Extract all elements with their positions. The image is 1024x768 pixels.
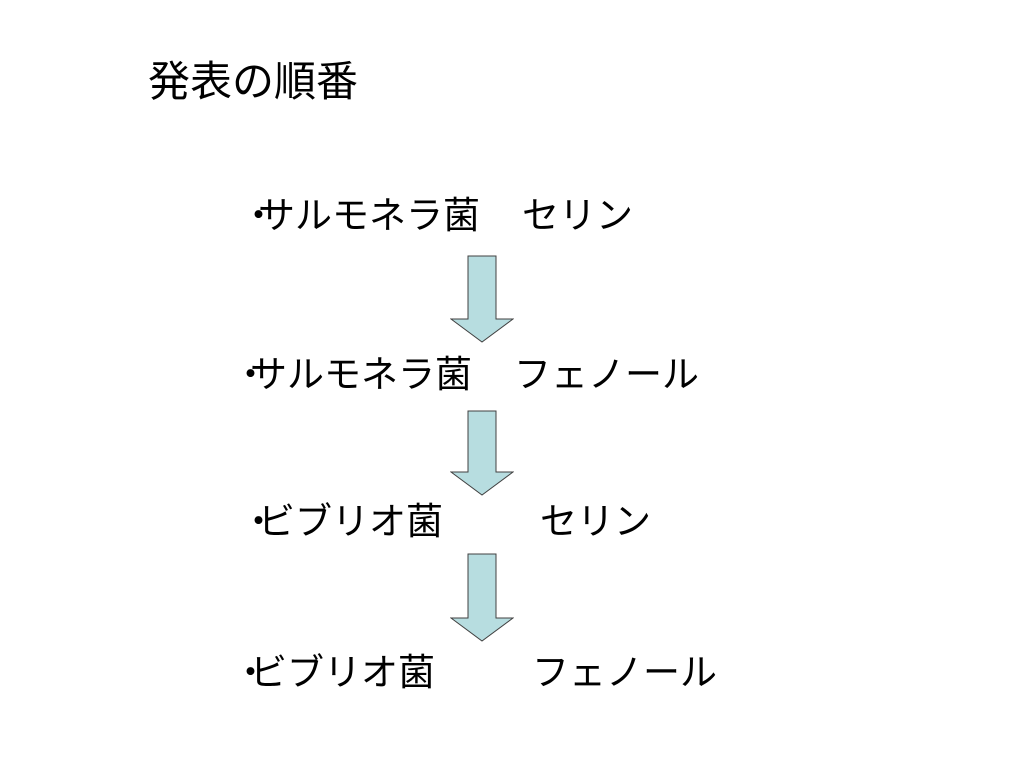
organism-label: サルモネラ菌 (250, 353, 472, 396)
step-item: ・サルモネラ菌フェノール (232, 350, 699, 400)
compound-label: フェノール (514, 353, 699, 396)
bullet: ・ (232, 651, 269, 694)
compound-label: フェノール (532, 651, 717, 694)
organism-label: サルモネラ菌 (258, 194, 480, 237)
down-arrow-icon (450, 553, 514, 642)
bullet: ・ (232, 353, 269, 396)
compound-label: セリン (522, 194, 633, 237)
slide-title: 発表の順番 (148, 57, 359, 106)
down-arrow-icon (450, 410, 514, 496)
organism-label: ビブリオ菌 (258, 500, 443, 543)
compound-label: セリン (540, 500, 651, 543)
step-item: ・ビブリオ菌 フェノール (232, 648, 717, 698)
bullet: ・ (240, 500, 277, 543)
bullet: ・ (240, 194, 277, 237)
step-item: ・サルモネラ菌セリン (240, 191, 633, 241)
down-arrow-icon (450, 255, 514, 343)
organism-label: ビブリオ菌 (250, 651, 435, 694)
step-item: ・ビブリオ菌 セリン (240, 497, 651, 547)
